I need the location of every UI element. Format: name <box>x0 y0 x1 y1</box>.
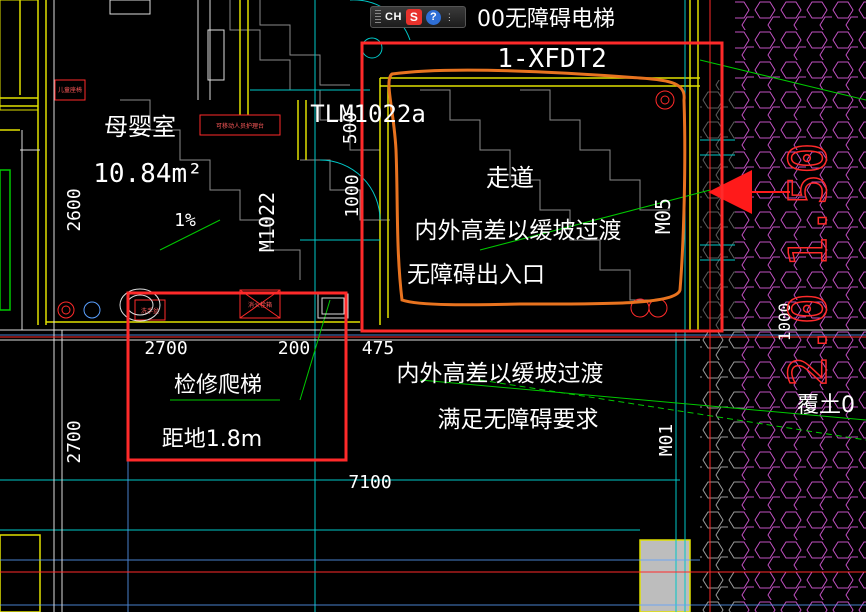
small-sign-child-seat: 儿童座椅 <box>58 86 82 94</box>
hatch-area-right-lower <box>700 330 740 612</box>
corridor-note-1: 内外高差以缓坡过渡 <box>415 218 622 244</box>
dim-200: 200 <box>278 338 311 359</box>
dim-7100: 7100 <box>348 472 391 493</box>
column-top-left <box>0 0 39 111</box>
door-label-m01: M01 <box>656 424 677 457</box>
ime-language-toggle[interactable]: CH <box>385 11 402 23</box>
slope-label: 1% <box>174 210 196 231</box>
hatch-area-right-upper <box>700 80 736 330</box>
dashed-guide <box>479 379 866 441</box>
corridor-note-2: 无障碍出入口 <box>407 262 545 288</box>
door-label-m1022: M1022 <box>255 192 279 252</box>
elevation-marker-icon <box>708 170 752 214</box>
small-sign-fire-box: 消火栓箱 <box>248 301 272 309</box>
markup-box-corridor[interactable] <box>360 41 724 333</box>
sogou-logo-icon[interactable]: S <box>405 9 422 25</box>
elevator-label: 00无障碍电梯 <box>477 7 615 32</box>
room-area: 10.84m² <box>93 159 203 189</box>
dim-500: 500 <box>340 112 361 145</box>
dim-2700-top: 2700 <box>144 338 187 359</box>
dim-1000-a: 1000 <box>342 174 363 217</box>
ime-toolbar[interactable]: CH S ? ⋮ <box>370 6 466 28</box>
markup-freehand-corridor[interactable] <box>387 68 687 307</box>
column-bottom-left <box>0 534 41 612</box>
outer-note-2: 满足无障碍要求 <box>438 407 599 433</box>
cyan-lines <box>0 0 735 612</box>
hatch-area-right <box>735 0 866 612</box>
walls <box>0 0 700 330</box>
ladder-label: 检修爬梯 <box>174 373 262 398</box>
help-icon[interactable]: ? <box>425 9 441 25</box>
more-options-icon[interactable]: ⋮ <box>444 12 454 22</box>
big-red-number: 1.50 <box>779 142 839 267</box>
dim-2700-left: 2700 <box>64 420 85 463</box>
elevator-code: 1-XFDT2 <box>497 44 607 74</box>
room-name: 母婴室 <box>104 113 176 141</box>
green-frame-left <box>0 169 11 311</box>
door-label-tlm: TLM1022a <box>310 100 426 128</box>
outer-note-1: 内外高差以缓坡过渡 <box>397 361 604 387</box>
small-sign-care-table: 可移动人员护理台 <box>216 122 264 130</box>
corridor-label: 走道 <box>486 164 534 192</box>
dim-2600: 2600 <box>64 188 85 231</box>
markup-box-ladder[interactable] <box>126 291 348 462</box>
stair-steps <box>120 0 670 301</box>
drag-handle-icon[interactable] <box>375 10 381 24</box>
column-bottom-right <box>639 539 691 612</box>
cover-label: 覆土0 <box>797 393 855 418</box>
door-label-m05: M05 <box>651 198 675 234</box>
ladder-height: 距地1.8m <box>162 427 262 452</box>
big-red-number-2: 2.0 <box>779 293 839 387</box>
fixtures: 消火栓箱 可移动人员护理台 洗手盆 儿童座椅 <box>54 0 675 322</box>
leader-lines <box>159 59 866 421</box>
dim-475: 475 <box>362 338 395 359</box>
dim-1000-b: 1000 <box>775 303 794 342</box>
